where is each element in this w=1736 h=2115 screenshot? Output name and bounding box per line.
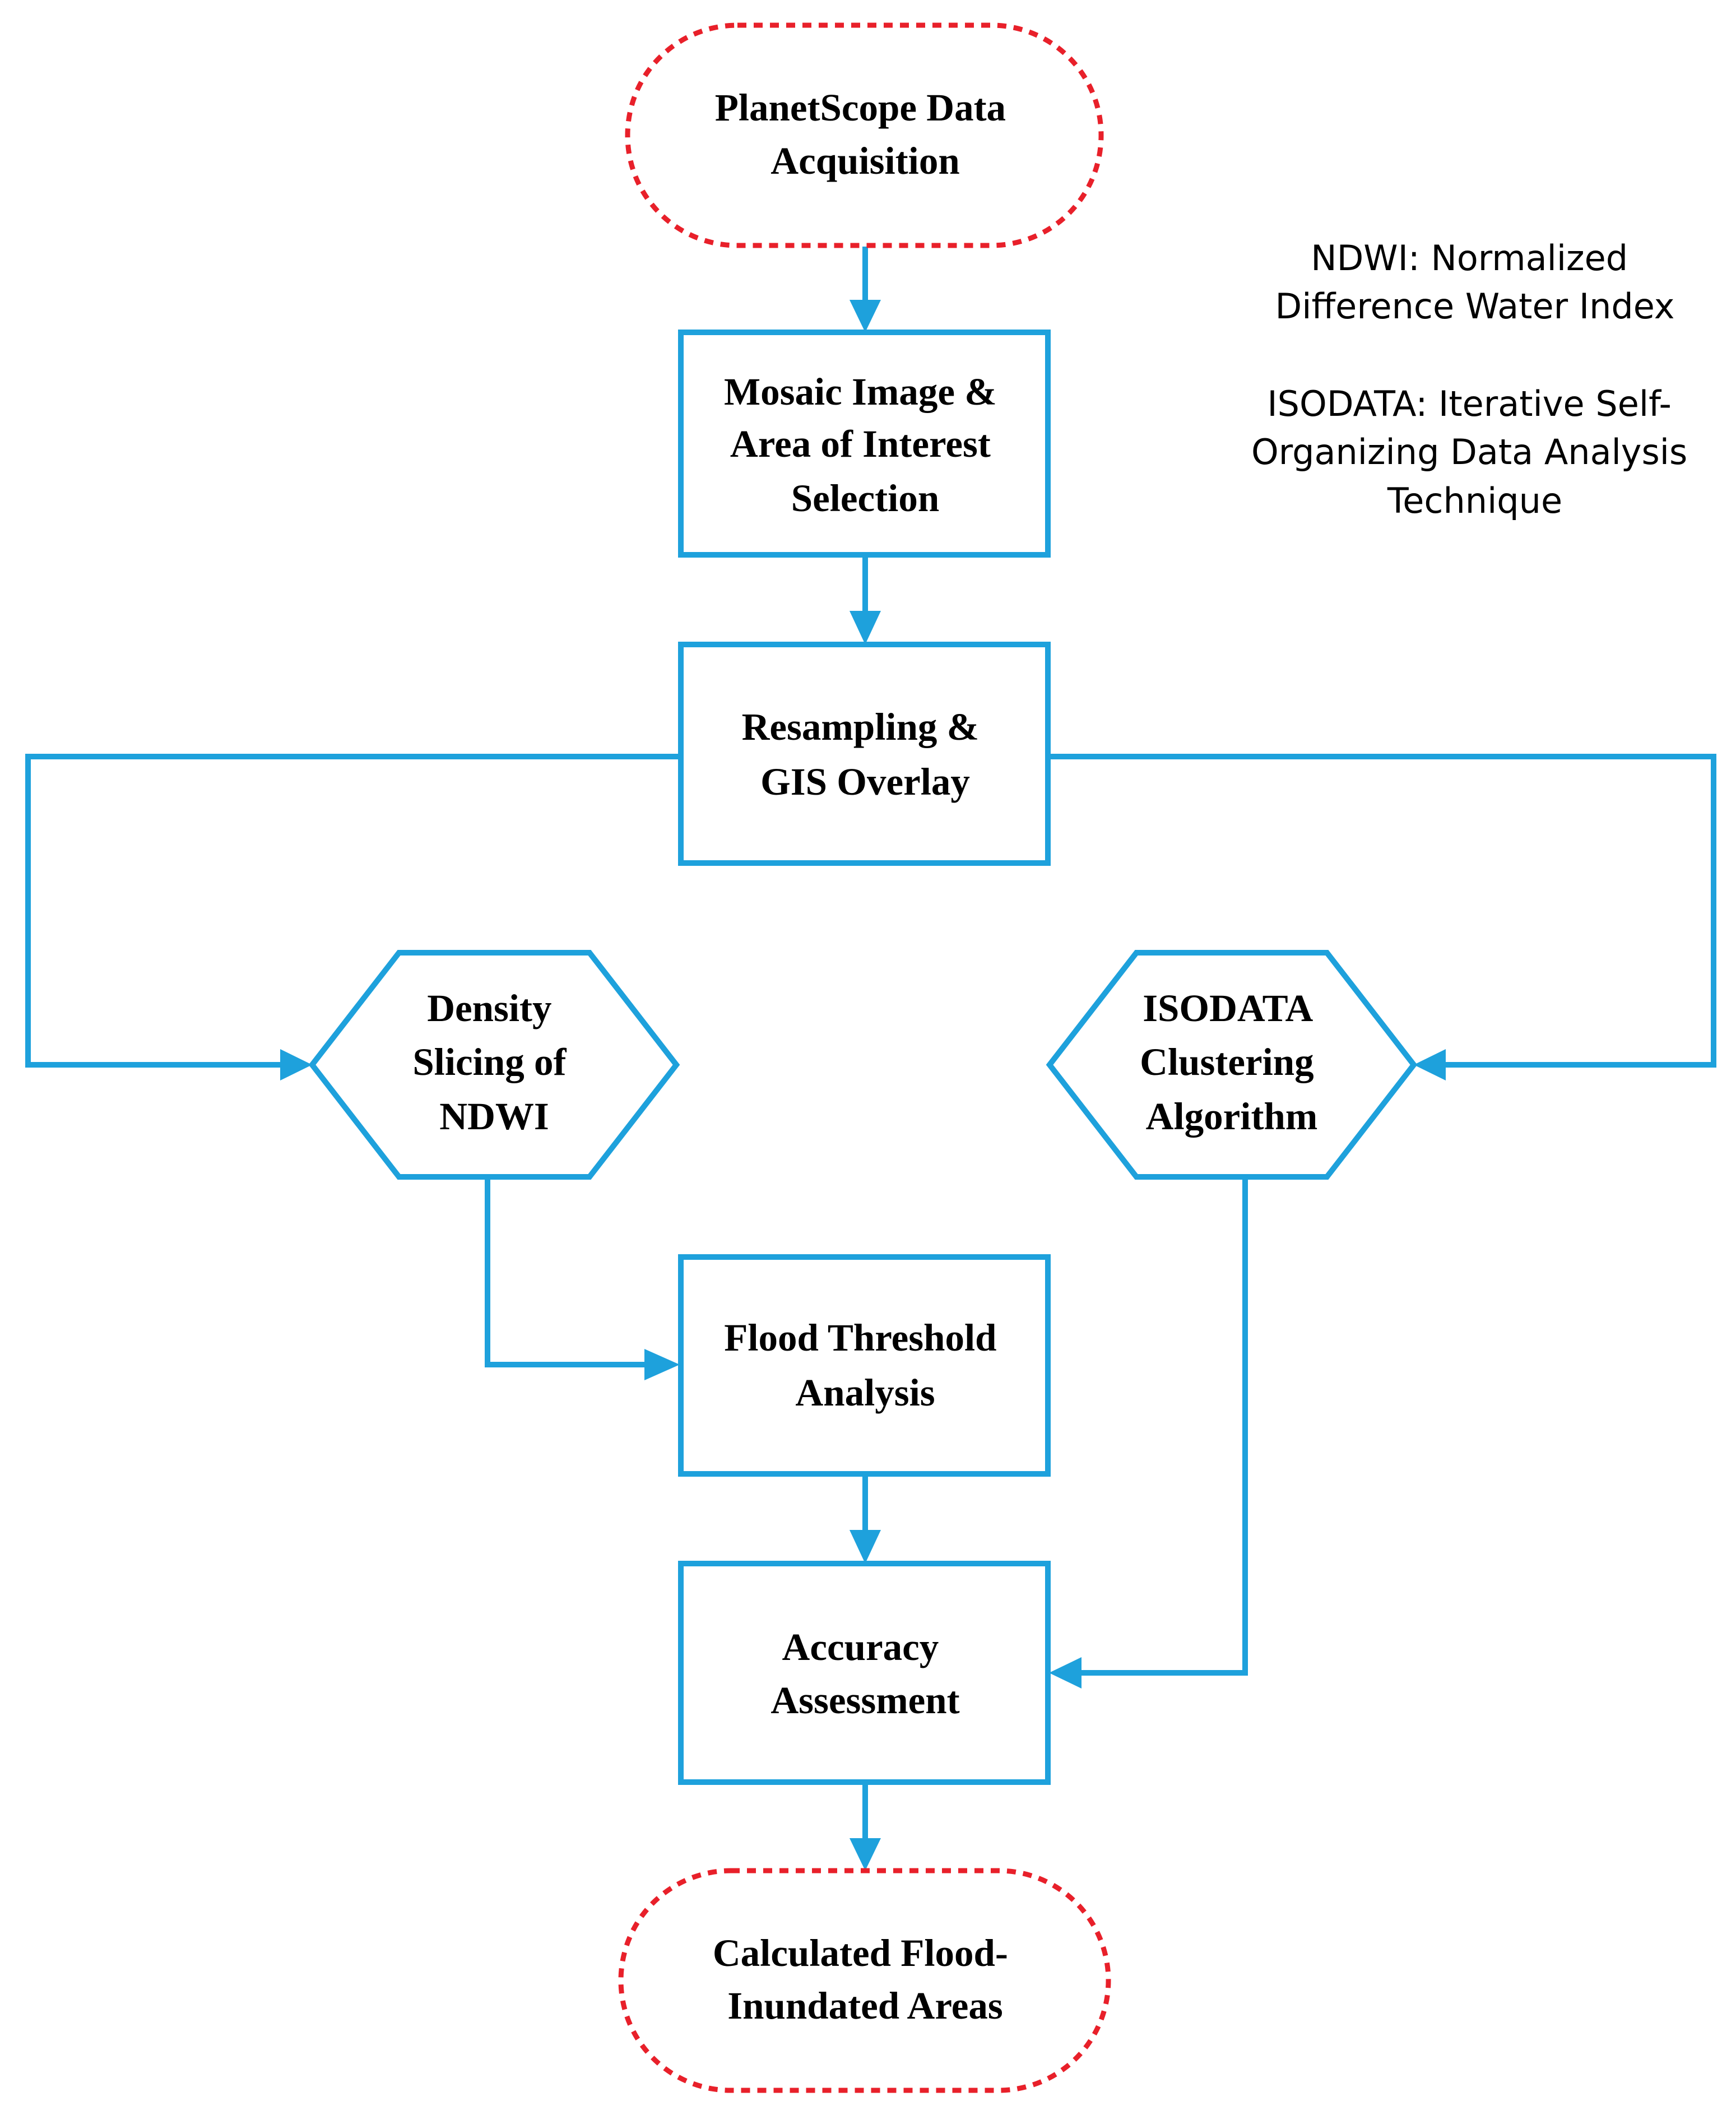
process-threshold: [678, 1254, 1051, 1477]
note-isodata: ISODATA: Iterative Self- Organizing Data…: [1251, 383, 1698, 521]
connector-density-to-threshold: [485, 1177, 644, 1367]
connector-resampling-to-density: [25, 754, 681, 1068]
connector-isodata-to-accuracy: [1081, 1177, 1248, 1676]
label-mosaic: Mosaic Image & Area of Interest Selectio…: [724, 370, 1006, 520]
label-accuracy: Accuracy Assessment: [770, 1626, 959, 1722]
arrowhead-to-accuracy-vertical: [850, 1530, 881, 1564]
hexagon-density: [308, 950, 680, 1180]
arrowhead-to-mosaic: [850, 300, 881, 332]
arrowhead-to-isodata: [1414, 1049, 1446, 1080]
note-ndwi: NDWI: Normalized Difference Water Index: [1275, 238, 1675, 327]
terminal-acquisition: [625, 22, 1104, 248]
hexagon-isodata: [1046, 950, 1418, 1180]
label-isodata: ISODATA Clustering Algorithm: [1140, 987, 1324, 1138]
terminal-result: [618, 1868, 1111, 2093]
arrowhead-to-result: [850, 1838, 881, 1871]
process-resampling: [678, 642, 1051, 866]
process-accuracy: [678, 1561, 1051, 1785]
label-threshold: Flood Threshold Analysis: [724, 1316, 1006, 1414]
label-result: Calculated Flood- Inundated Areas: [713, 1932, 1018, 2027]
arrowhead-to-density: [280, 1049, 312, 1080]
arrowhead-to-threshold: [644, 1349, 680, 1380]
process-mosaic: [678, 330, 1051, 558]
label-resampling: Resampling & GIS Overlay: [742, 706, 989, 803]
arrowhead-to-accuracy-side: [1049, 1657, 1081, 1689]
arrowhead-to-resampling: [850, 611, 881, 644]
connector-resampling-to-isodata: [1048, 754, 1716, 1068]
label-acquisition: PlanetScope Data Acquisition: [715, 86, 1016, 182]
label-density: Density Slicing of NDWI: [412, 987, 575, 1138]
